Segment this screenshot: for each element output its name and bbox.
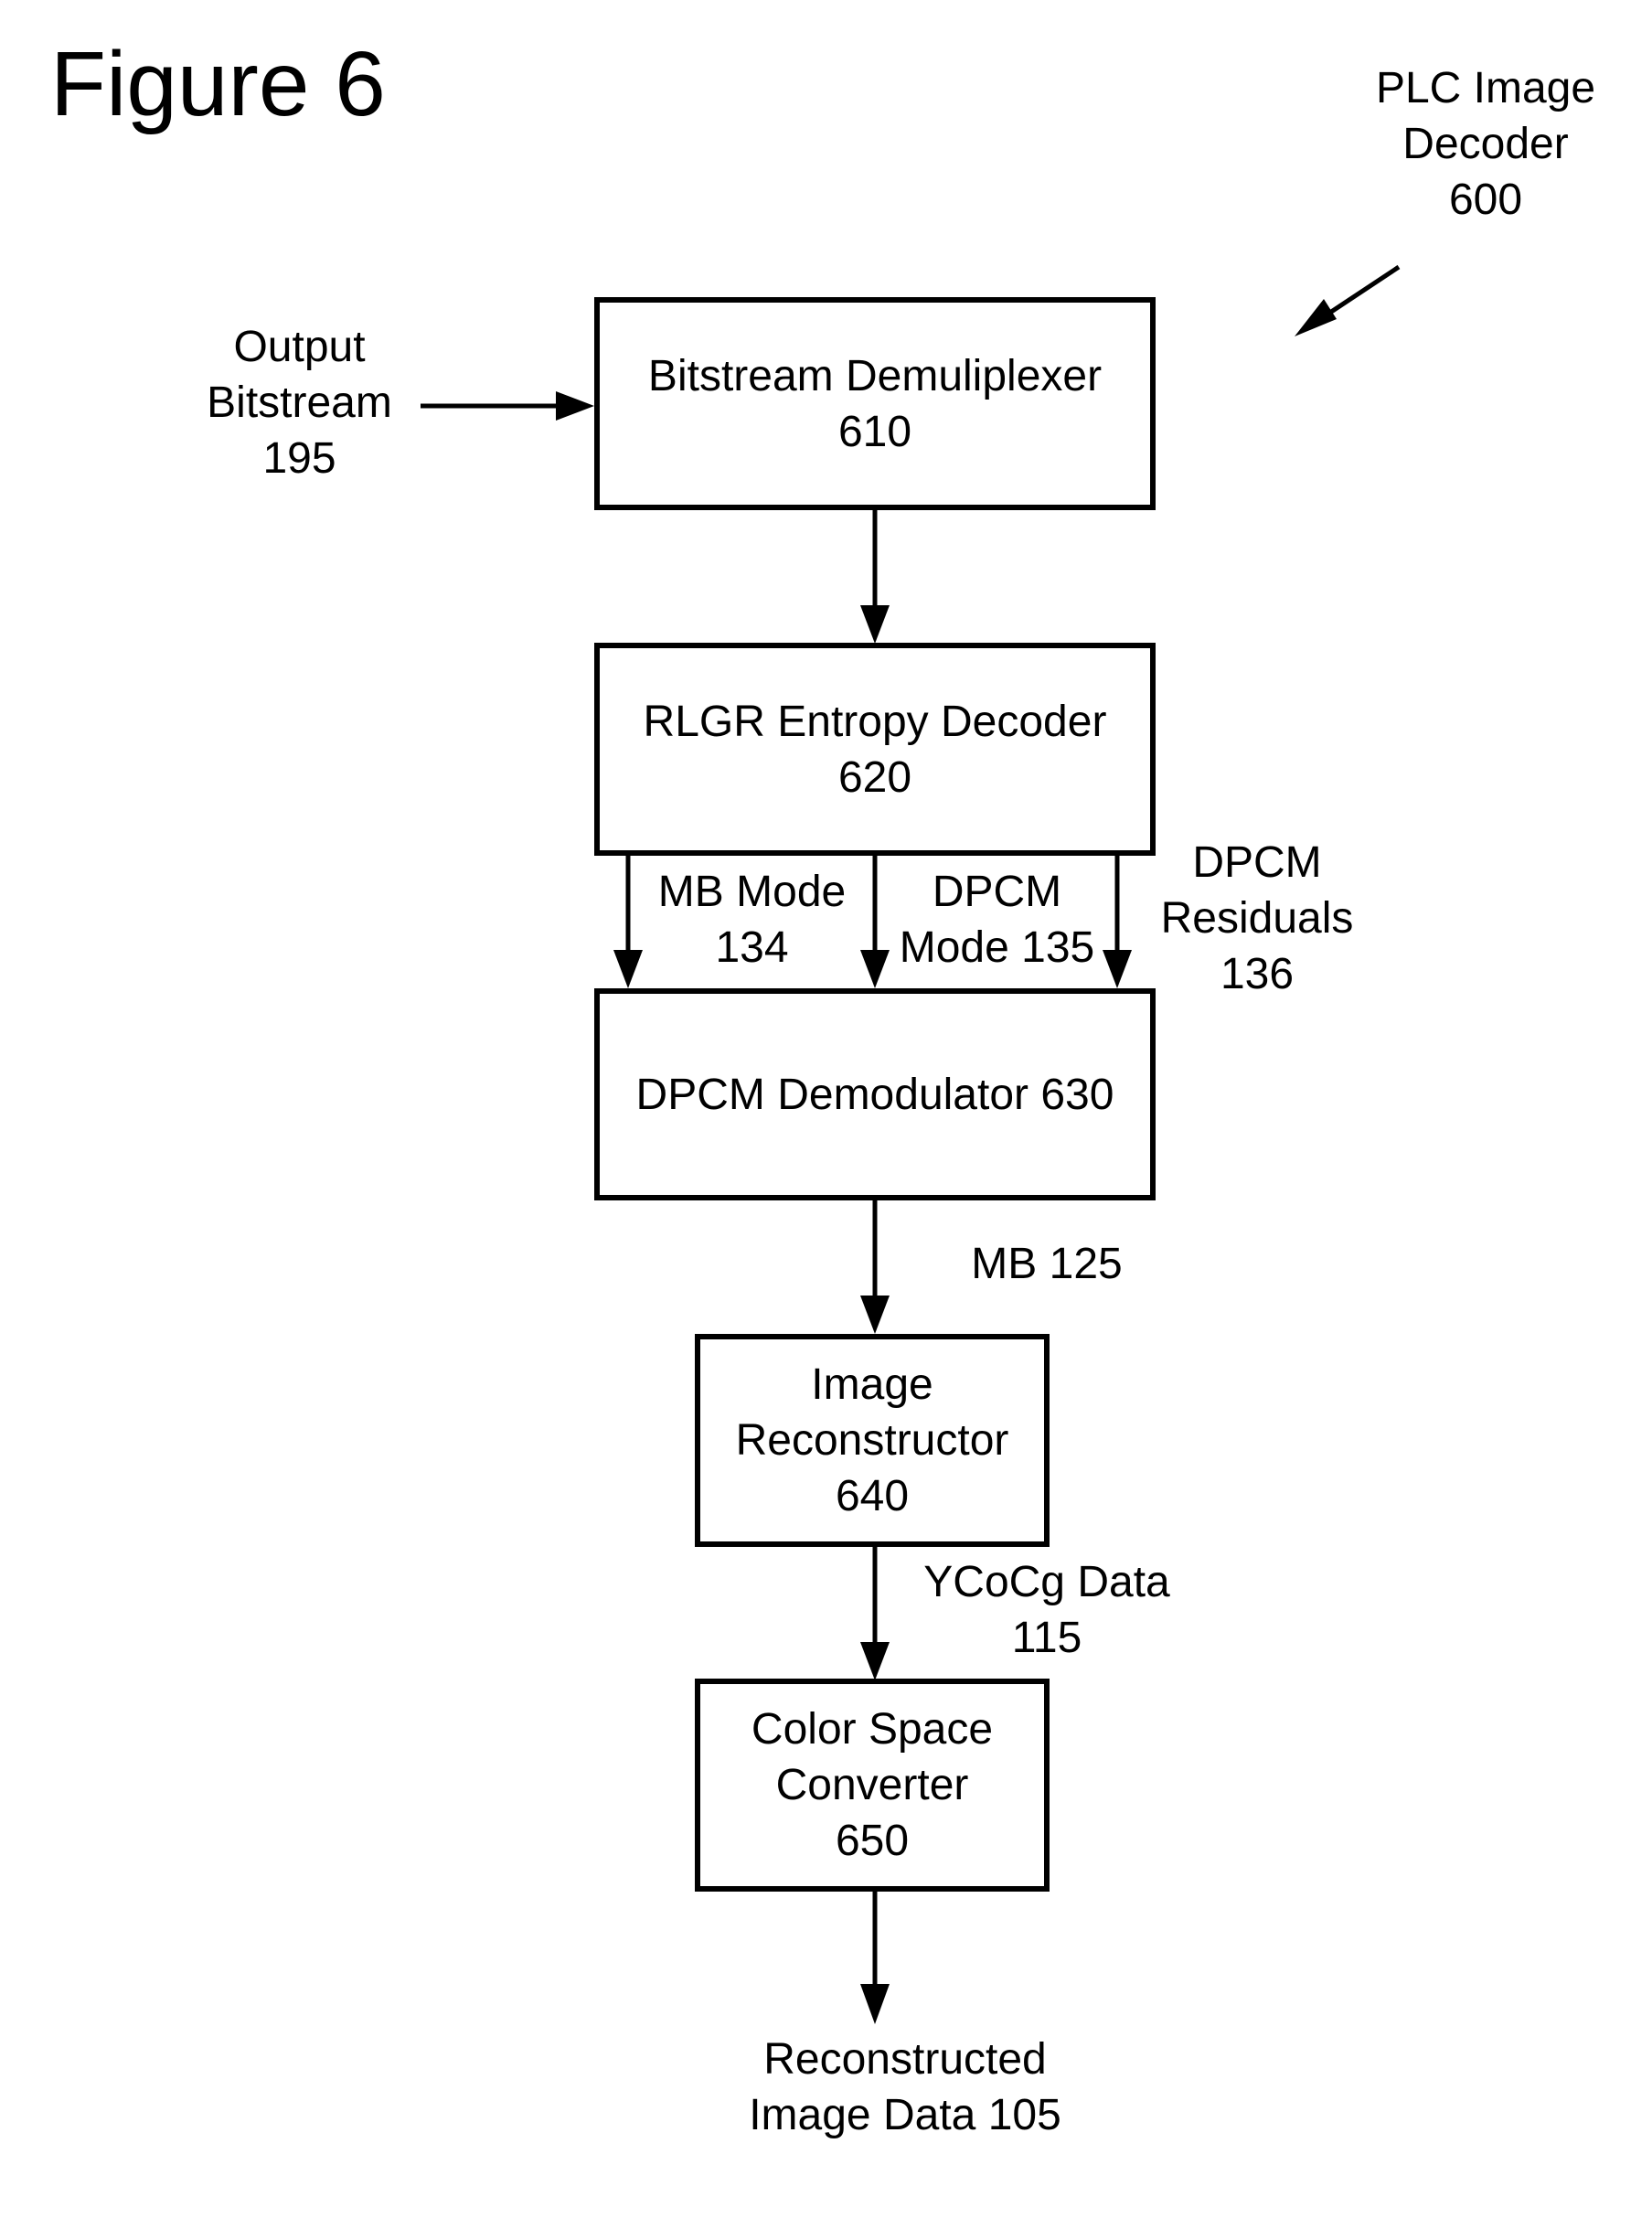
- output-label-line1: Reconstructed: [704, 2031, 1106, 2087]
- input-label-line3: 195: [178, 431, 421, 486]
- decoder-label-line2: Decoder: [1326, 116, 1646, 172]
- entropy-number: 620: [838, 750, 911, 805]
- dpcm-mode-line2: Mode 135: [885, 920, 1109, 976]
- demux-number: 610: [838, 404, 911, 460]
- converter-number: 650: [836, 1813, 909, 1869]
- demux-to-entropy-arrow: [860, 507, 890, 644]
- decoder-label-line1: PLC Image: [1326, 60, 1646, 116]
- reconstructor-line2: Reconstructor: [736, 1413, 1009, 1468]
- mb-line1: MB 125: [946, 1236, 1147, 1292]
- dpcm-demodulator-block: DPCM Demodulator 630: [594, 988, 1156, 1200]
- demux-title: Bitstream Demuliplexer: [648, 348, 1102, 404]
- mb-mode-label: MB Mode 134: [640, 864, 864, 976]
- figure-title: Figure 6: [50, 38, 386, 130]
- color-space-converter-block: Color Space Converter 650: [695, 1679, 1050, 1892]
- input-label-line2: Bitstream: [178, 375, 421, 431]
- converter-line2: Converter: [776, 1757, 969, 1813]
- reconstructor-number: 640: [836, 1468, 909, 1524]
- decoder-pointer-arrow: [1295, 267, 1399, 336]
- entropy-title: RLGR Entropy Decoder: [644, 694, 1107, 750]
- input-label-line1: Output: [178, 319, 421, 375]
- reconstructor-line1: Image: [811, 1357, 933, 1413]
- dpcm-residuals-label: DPCM Residuals 136: [1143, 835, 1371, 1002]
- ycocg-arrow: [860, 1545, 890, 1680]
- bitstream-demultiplexer-block: Bitstream Demuliplexer 610: [594, 297, 1156, 510]
- decoder-label: PLC Image Decoder 600: [1326, 60, 1646, 228]
- dpcm-mode-label: DPCM Mode 135: [885, 864, 1109, 976]
- ycocg-line2: 115: [901, 1610, 1193, 1666]
- mb-mode-arrow: [613, 852, 643, 988]
- dpcm-title: DPCM Demodulator 630: [636, 1067, 1114, 1123]
- rlgr-entropy-decoder-block: RLGR Entropy Decoder 620: [594, 643, 1156, 856]
- mb-mode-line2: 134: [640, 920, 864, 976]
- mb-mode-line1: MB Mode: [640, 864, 864, 920]
- input-label: Output Bitstream 195: [178, 319, 421, 486]
- ycocg-label: YCoCg Data 115: [901, 1554, 1193, 1666]
- output-label: Reconstructed Image Data 105: [704, 2031, 1106, 2143]
- output-arrow: [860, 1889, 890, 2024]
- dpcm-residuals-line1: DPCM: [1143, 835, 1371, 890]
- output-label-line2: Image Data 105: [704, 2087, 1106, 2143]
- decoder-label-line3: 600: [1326, 172, 1646, 228]
- mb-label: MB 125: [946, 1236, 1147, 1292]
- converter-line1: Color Space: [751, 1701, 993, 1757]
- ycocg-line1: YCoCg Data: [901, 1554, 1193, 1610]
- dpcm-residuals-line3: 136: [1143, 946, 1371, 1002]
- mb-arrow: [860, 1198, 890, 1334]
- dpcm-mode-line1: DPCM: [885, 864, 1109, 920]
- image-reconstructor-block: Image Reconstructor 640: [695, 1334, 1050, 1547]
- input-arrow: [421, 391, 594, 421]
- dpcm-residuals-line2: Residuals: [1143, 890, 1371, 946]
